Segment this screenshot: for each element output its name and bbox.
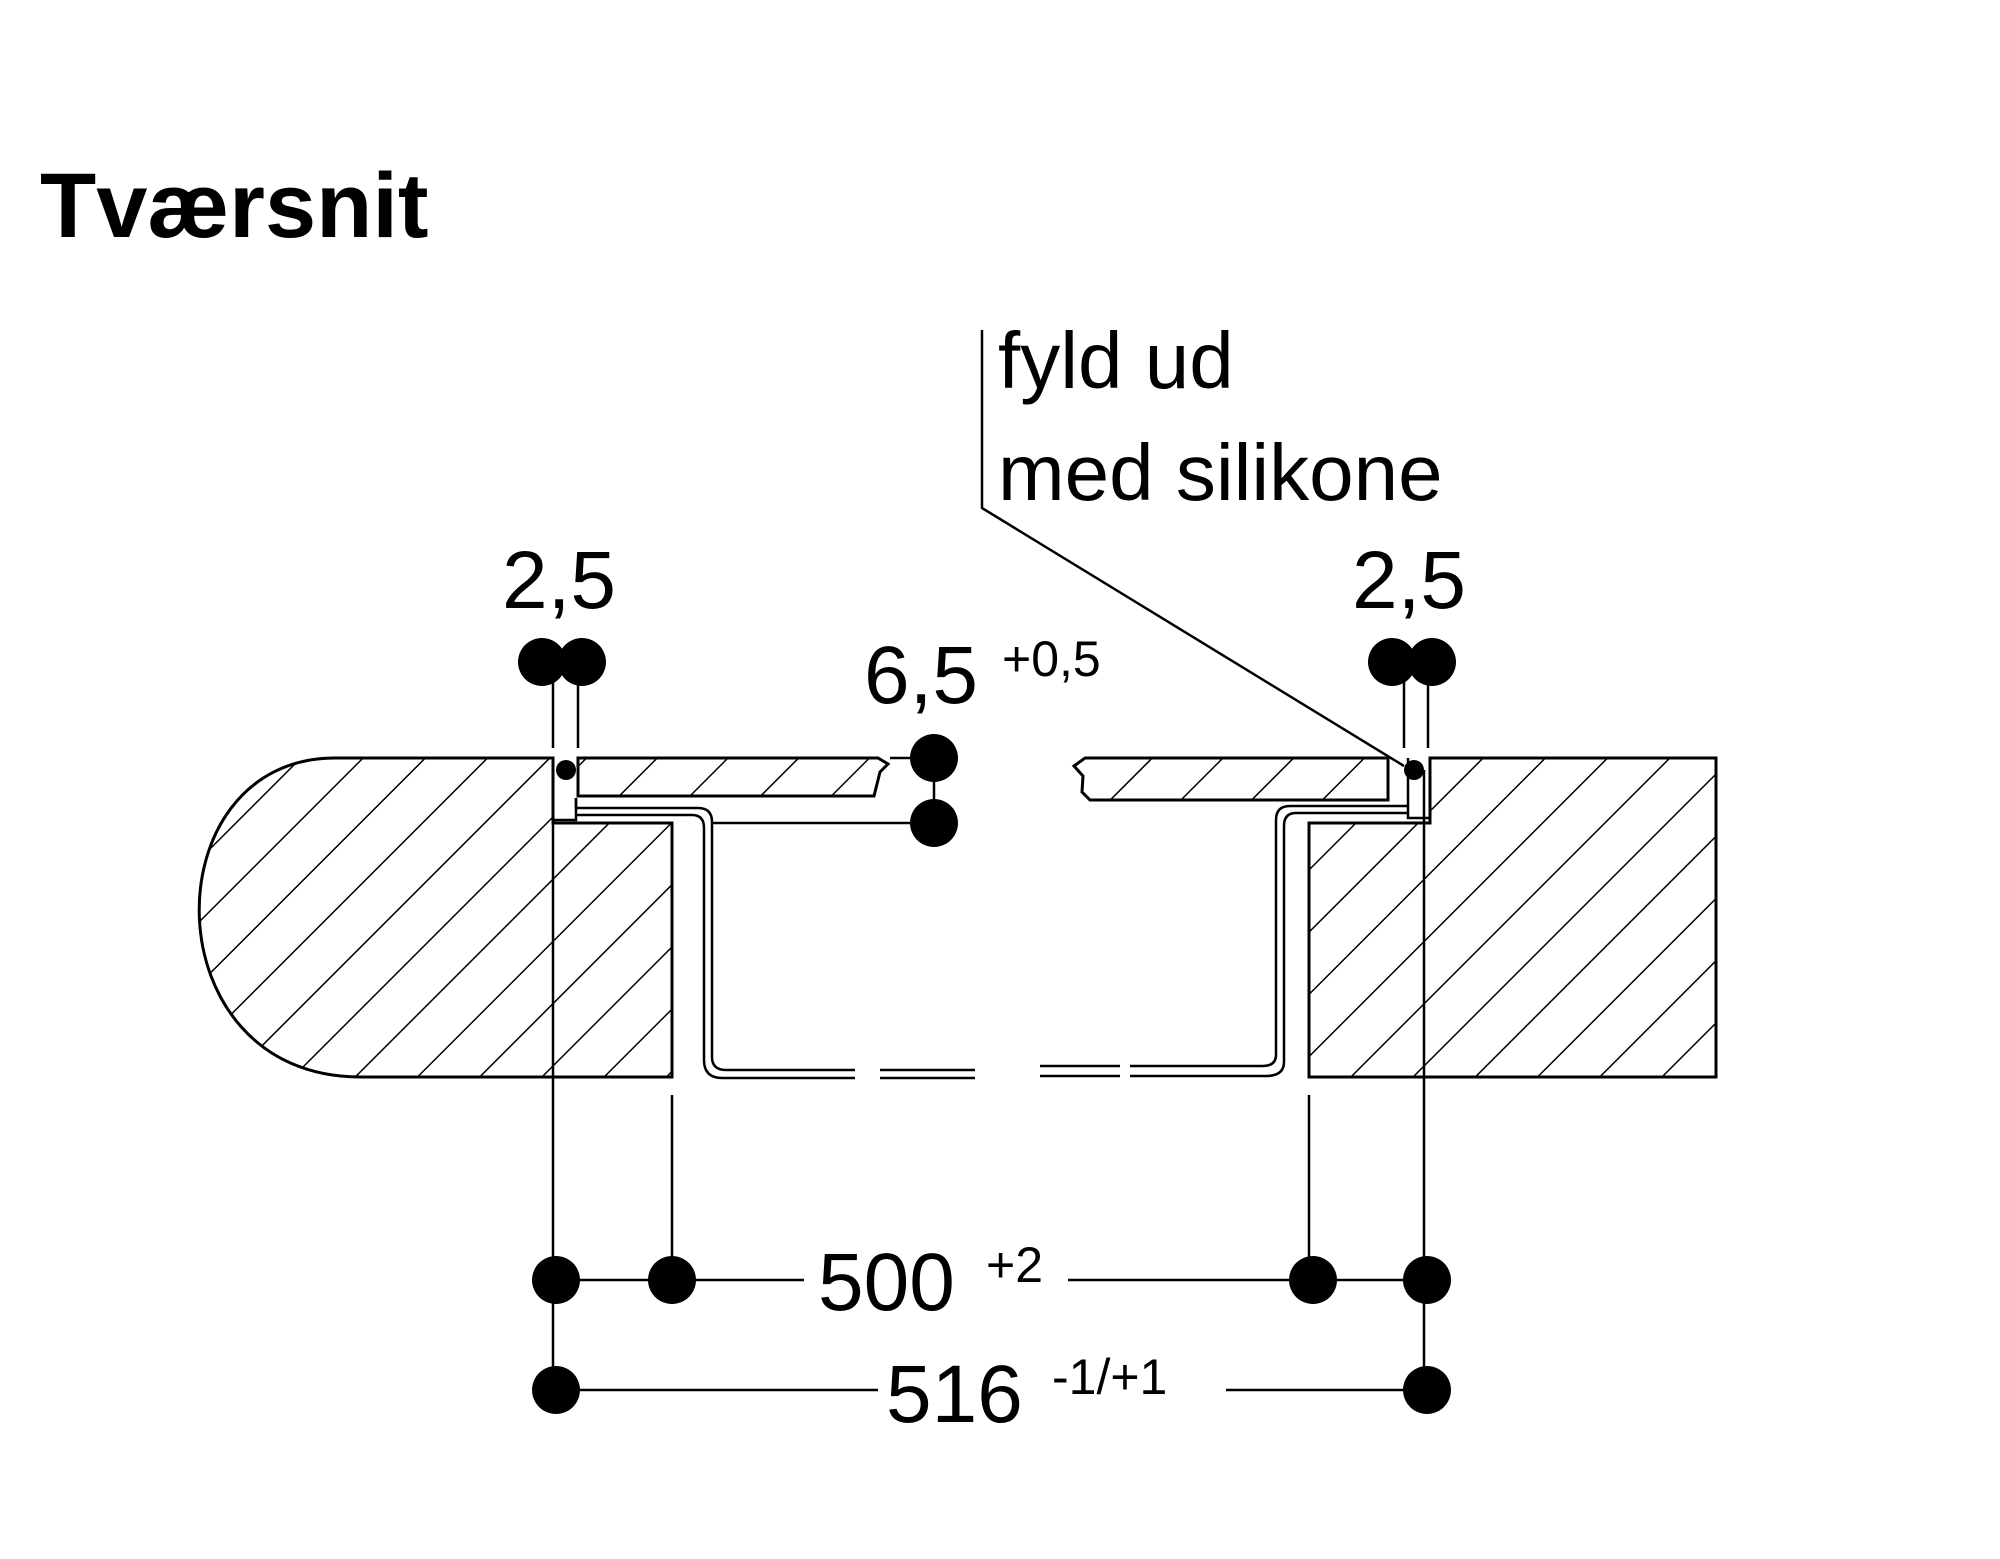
outer-width-label: 516 <box>886 1349 1023 1440</box>
inner-width-marker <box>648 1256 696 1304</box>
right-frame-profile-inner <box>1130 811 1408 1078</box>
left-gap-marker <box>518 638 566 686</box>
right-gap-label: 2,5 <box>1352 535 1466 626</box>
outer-width-tolerance: -1/+1 <box>1052 1349 1167 1405</box>
right-seal-slot <box>1406 758 1432 820</box>
depth-tolerance: +0,5 <box>1002 631 1101 687</box>
left-glass-panel <box>576 756 891 798</box>
page-title: Tværsnit <box>40 155 429 257</box>
left-gap-label: 2,5 <box>502 535 616 626</box>
silicone-leader-line <box>980 330 1405 768</box>
right-seal-dot <box>1404 760 1424 780</box>
right-gap-marker <box>1408 638 1456 686</box>
inner-width-marker <box>1403 1256 1451 1304</box>
outer-width-marker <box>532 1366 580 1414</box>
left-gap-marker <box>558 638 606 686</box>
right-frame-profile <box>1130 804 1408 1068</box>
left-seal-slot <box>551 758 578 822</box>
inner-width-label: 500 <box>818 1237 955 1328</box>
right-countertop <box>1307 756 1718 1079</box>
inner-width-marker <box>1289 1256 1337 1304</box>
right-gap-marker <box>1368 638 1416 686</box>
annotation-line-1: fyld ud <box>998 316 1234 405</box>
outer-width-marker <box>1403 1366 1451 1414</box>
right-glass-panel <box>1071 756 1390 802</box>
depth-label: 6,5 <box>864 630 978 721</box>
depth-marker-top <box>910 734 958 782</box>
inner-width-tolerance: +2 <box>986 1237 1043 1293</box>
annotation-line-2: med silikone <box>998 428 1443 517</box>
left-countertop <box>197 756 674 1079</box>
left-frame-profile-inner <box>576 813 855 1080</box>
inner-width-marker <box>532 1256 580 1304</box>
left-seal-dot <box>556 760 576 780</box>
depth-marker-bottom <box>910 799 958 847</box>
